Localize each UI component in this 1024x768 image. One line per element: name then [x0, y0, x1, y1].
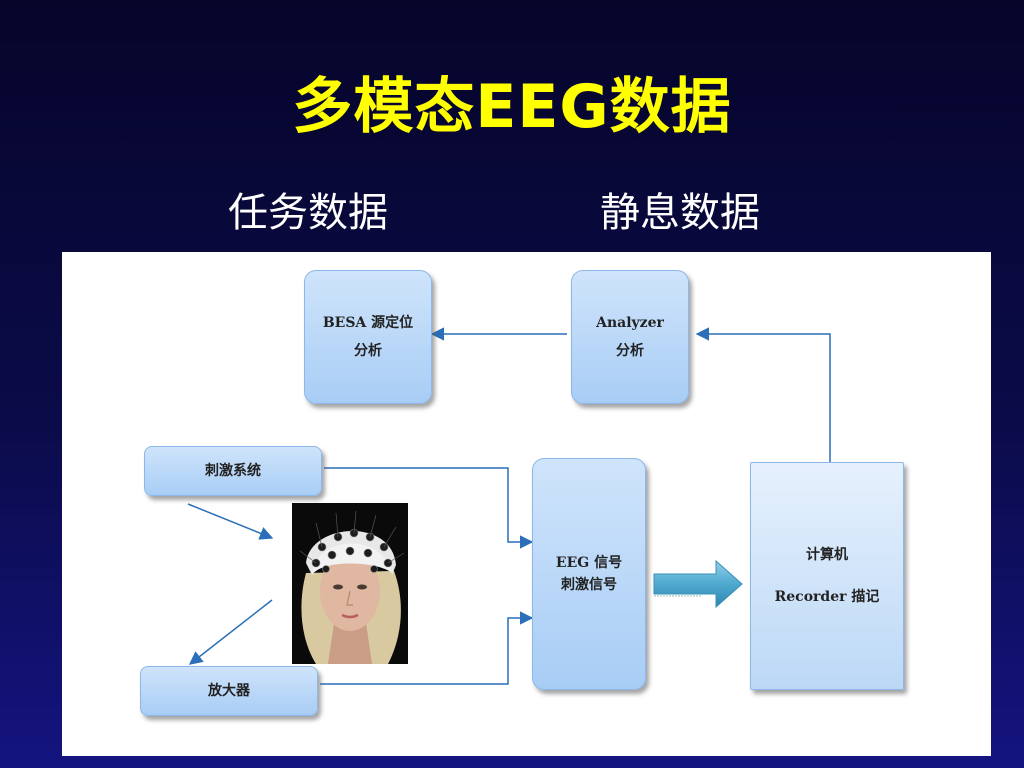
eeg-signal-box: EEG 信号 刺激信号: [532, 458, 646, 690]
analyzer-label-line1: Analyzer: [596, 315, 664, 331]
diagram-panel: BESA 源定位 分析 Analyzer 分析 刺激系统 放大器 EEG 信号 …: [62, 252, 991, 756]
arrow-amplifier-to-eeg: [320, 611, 534, 685]
arrow-stim-to-eeg: [324, 467, 534, 549]
analyzer-box: Analyzer 分析: [571, 270, 689, 404]
analyzer-label-line2: 分析: [616, 343, 644, 359]
arrow-stim-to-subject: [187, 503, 274, 540]
arrow-subject-to-amplifier: [188, 599, 273, 665]
amplifier-box: 放大器: [140, 666, 318, 716]
subtitle-resting-data: 静息数据: [600, 190, 760, 236]
eeg-label-line2: 刺激信号: [561, 577, 617, 593]
subtitle-task-data: 任务数据: [228, 190, 388, 236]
eeg-cap-subject-photo: [292, 503, 408, 664]
computer-label-line2: Recorder 描记: [774, 589, 880, 605]
big-arrow-eeg-to-computer: [653, 559, 743, 609]
stim-system-label: 刺激系统: [205, 463, 261, 479]
besa-box: BESA 源定位 分析: [304, 270, 432, 404]
besa-label-line2: 分析: [354, 343, 382, 359]
slide-title: 多模态EEG数据: [292, 72, 732, 142]
person-with-eeg-cap-photo: [292, 503, 408, 664]
amplifier-label: 放大器: [208, 683, 250, 699]
computer-label-line1: 计算机: [806, 547, 848, 563]
besa-label-line1: BESA 源定位: [322, 315, 414, 331]
computer-recorder-box: 计算机 Recorder 描记: [750, 462, 904, 690]
diagram-connectors: [187, 327, 831, 685]
arrow-computer-to-analyzer: [695, 327, 831, 462]
eeg-label-line1: EEG 信号: [555, 555, 623, 571]
stim-system-box: 刺激系统: [144, 446, 322, 496]
